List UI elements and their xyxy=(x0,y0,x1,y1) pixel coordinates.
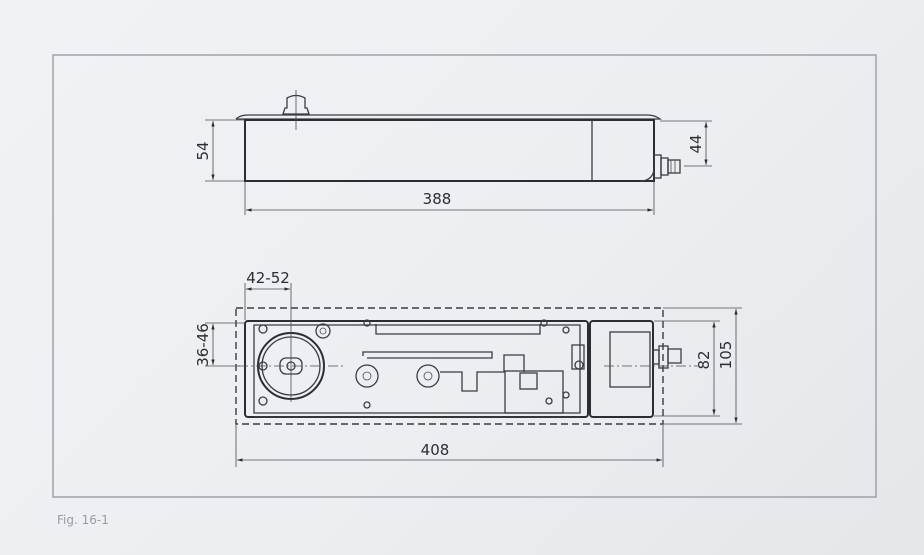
side-view: 388 54 44 xyxy=(194,90,712,215)
side-connector xyxy=(653,154,681,179)
side-body xyxy=(244,119,655,182)
dim-length-388: 388 xyxy=(423,190,452,208)
figure-frame xyxy=(52,54,877,498)
plan-connector xyxy=(652,345,682,369)
figure-caption: Fig. 16-1 xyxy=(57,513,109,527)
spindle-knob xyxy=(282,90,310,130)
dim-overall-width-105: 105 xyxy=(717,341,735,370)
plan-body xyxy=(244,320,589,418)
plan-view: 408 42-52 36-46 82 105 xyxy=(194,269,742,467)
dim-connector-44: 44 xyxy=(687,134,705,153)
dim-height-54: 54 xyxy=(194,141,212,160)
adjust-block xyxy=(609,331,651,388)
dim-overall-length-408: 408 xyxy=(421,441,450,459)
valve-compartment xyxy=(589,320,654,418)
dim-spindle-offset: 42-52 xyxy=(246,269,290,287)
dim-spindle-lateral: 36-46 xyxy=(194,323,212,367)
dim-body-width-82: 82 xyxy=(695,350,713,369)
